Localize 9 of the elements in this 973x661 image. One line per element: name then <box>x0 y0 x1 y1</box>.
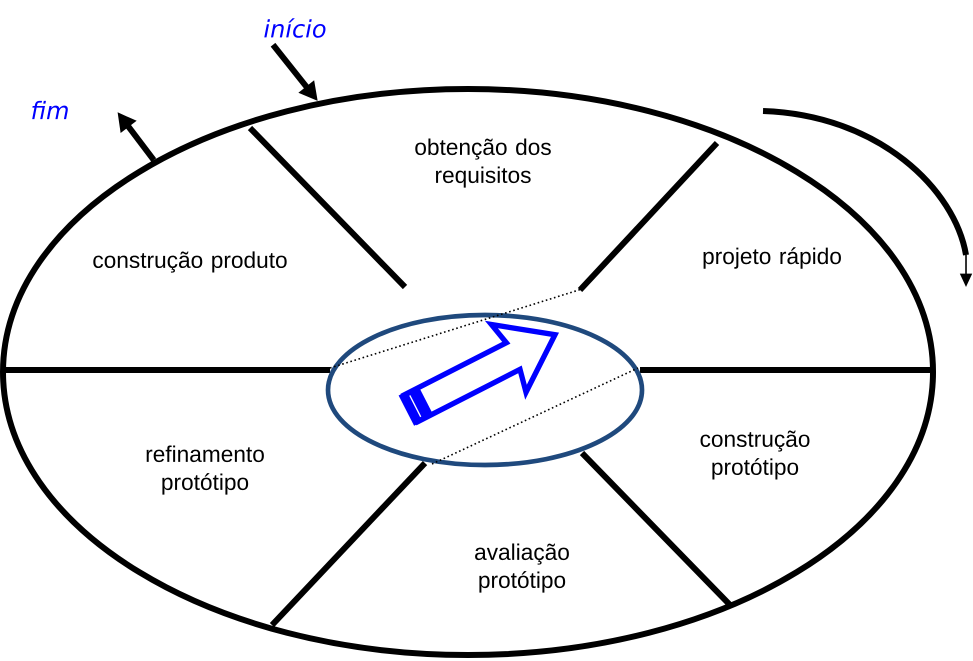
sector-label: refinamento protótipo <box>146 445 264 495</box>
sector-label: avaliação protótipo <box>475 543 569 593</box>
step-label: fim <box>32 100 68 120</box>
outer-ellipse <box>0 86 936 658</box>
sector-label: construção protótipo <box>700 430 810 480</box>
step-label: início <box>264 18 326 38</box>
sector-label: construção produto <box>93 251 287 273</box>
sector-label: projeto rápido <box>704 247 841 269</box>
sector-label: obtenção dos requisitos <box>415 138 551 188</box>
